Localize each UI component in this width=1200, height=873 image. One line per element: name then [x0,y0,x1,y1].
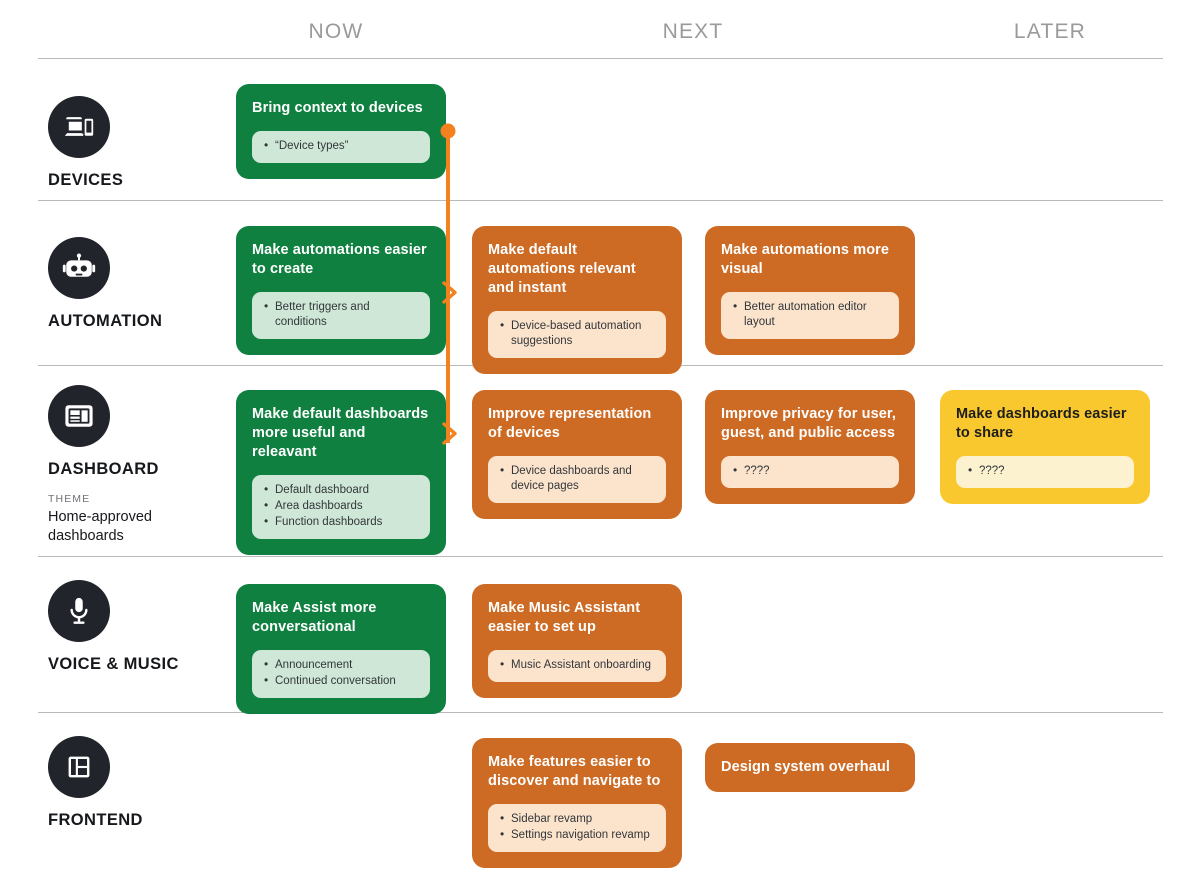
card-title: Make Music Assistant easier to set up [488,600,641,636]
card-item: Better triggers and conditions [262,299,420,330]
theme-text: Home-approved dashboards [48,509,152,545]
card-item: Area dashboards [262,498,420,514]
card-item: Better automation editor layout [731,299,889,330]
row-label-voice-music: VOICE & MUSIC [48,580,228,674]
card-title: Bring context to devices [252,100,423,116]
card-make-default-automations-relevant-and-instant[interactable]: Make default automations relevant and in… [472,226,682,375]
devices-icon [48,96,110,158]
card-items: Device dashboards and device pages [488,456,666,504]
card-title: Make default dashboards more useful and … [252,406,429,461]
card-items: Default dashboard Area dashboards Functi… [252,475,430,540]
divider-voice [38,712,1163,713]
row-title-frontend: FRONTEND [48,811,143,829]
card-items: ???? [956,456,1134,489]
card-make-automations-easier-to-create[interactable]: Make automations easier to create Better… [236,226,446,356]
card-item: ???? [731,463,889,479]
column-headers: NOW NEXT LATER [0,20,1200,54]
card-items: Announcement Continued conversation [252,650,430,699]
card-title: Make Assist more conversational [252,600,377,636]
card-bring-context-to-devices[interactable]: Bring context to devices “Device types” [236,84,446,180]
column-header-now: NOW [308,20,364,43]
card-improve-privacy-for-user-guest-public-access[interactable]: Improve privacy for user, guest, and pub… [705,390,915,505]
card-make-music-assistant-easier-to-set-up[interactable]: Make Music Assistant easier to set up Mu… [472,584,682,699]
row-title-devices: DEVICES [48,171,124,189]
row-title-dashboard: DASHBOARD [48,460,159,478]
card-item: “Device types” [262,138,420,154]
card-title: Design system overhaul [721,759,891,775]
card-item: Music Assistant onboarding [498,657,656,673]
card-item: Sidebar revamp [498,811,656,827]
dashboard-icon [48,385,110,447]
card-item: Function dashboards [262,514,420,530]
row-label-devices: DEVICES [48,96,228,190]
robot-icon [48,237,110,299]
card-make-default-dashboards-more-useful[interactable]: Make default dashboards more useful and … [236,390,446,556]
divider-header [38,58,1163,59]
card-item: Device dashboards and device pages [498,463,656,494]
card-title: Make automations easier to create [252,242,427,278]
column-header-next: NEXT [662,20,724,43]
microphone-icon [48,580,110,642]
divider-devices [38,200,1163,201]
row-label-dashboard: DASHBOARD THEME Home-approved dashboards [48,385,228,546]
card-title: Make features easier to discover and nav… [488,754,661,790]
card-title: Make automations more visual [721,242,890,278]
card-item: Announcement [262,657,420,673]
theme-kicker: THEME [48,493,91,505]
row-label-automation: AUTOMATION [48,237,228,331]
card-design-system-overhaul[interactable]: Design system overhaul [705,743,915,793]
card-item: Continued conversation [262,673,420,689]
card-item: Device-based automation suggestions [498,318,656,349]
card-title: Improve representation of devices [488,406,652,442]
row-title-voice-music: VOICE & MUSIC [48,655,179,673]
card-make-assist-more-conversational[interactable]: Make Assist more conversational Announce… [236,584,446,715]
card-items: Better automation editor layout [721,292,899,340]
row-title-automation: AUTOMATION [48,312,163,330]
card-items: “Device types” [252,131,430,164]
row-label-frontend: FRONTEND [48,736,228,830]
card-items: Music Assistant onboarding [488,650,666,683]
card-item: Settings navigation revamp [498,827,656,843]
card-title: Improve privacy for user, guest, and pub… [721,406,896,442]
card-make-dashboards-easier-to-share[interactable]: Make dashboards easier to share ???? [940,390,1150,505]
divider-dashboard [38,556,1163,557]
card-make-features-easier-to-discover[interactable]: Make features easier to discover and nav… [472,738,682,869]
column-header-later: LATER [1013,20,1087,43]
card-items: ???? [721,456,899,489]
card-title: Make dashboards easier to share [956,406,1127,442]
card-title: Make default automations relevant and in… [488,242,636,297]
card-improve-representation-of-devices[interactable]: Improve representation of devices Device… [472,390,682,520]
card-items: Sidebar revamp Settings navigation revam… [488,804,666,853]
card-item: Default dashboard [262,482,420,498]
card-items: Better triggers and conditions [252,292,430,340]
layout-icon [48,736,110,798]
card-item: ???? [966,463,1124,479]
card-make-automations-more-visual[interactable]: Make automations more visual Better auto… [705,226,915,356]
card-items: Device-based automation suggestions [488,311,666,359]
